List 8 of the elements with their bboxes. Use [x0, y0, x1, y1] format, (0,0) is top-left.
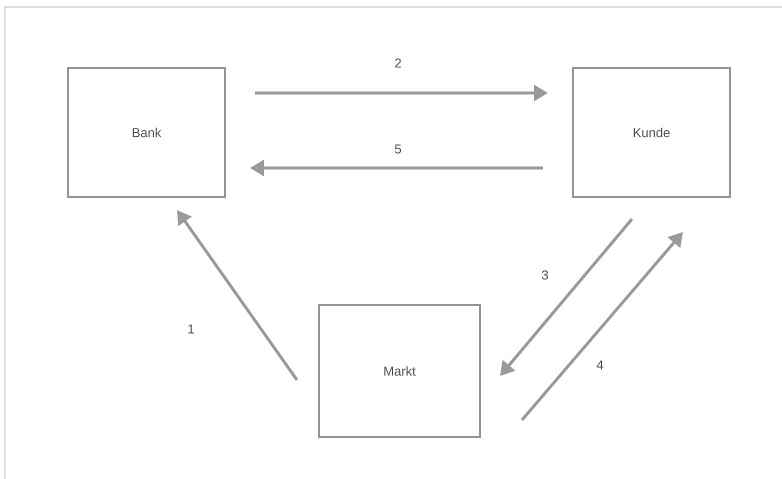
edge-label: 5: [393, 143, 403, 155]
edge-label: 2: [393, 57, 403, 69]
box: Kunde: [572, 67, 731, 198]
box: Bank: [67, 67, 226, 198]
edge-label: 3: [540, 269, 550, 281]
box: Markt: [318, 304, 481, 438]
edge-label: 4: [595, 360, 605, 370]
edge-label: 1: [186, 324, 196, 334]
